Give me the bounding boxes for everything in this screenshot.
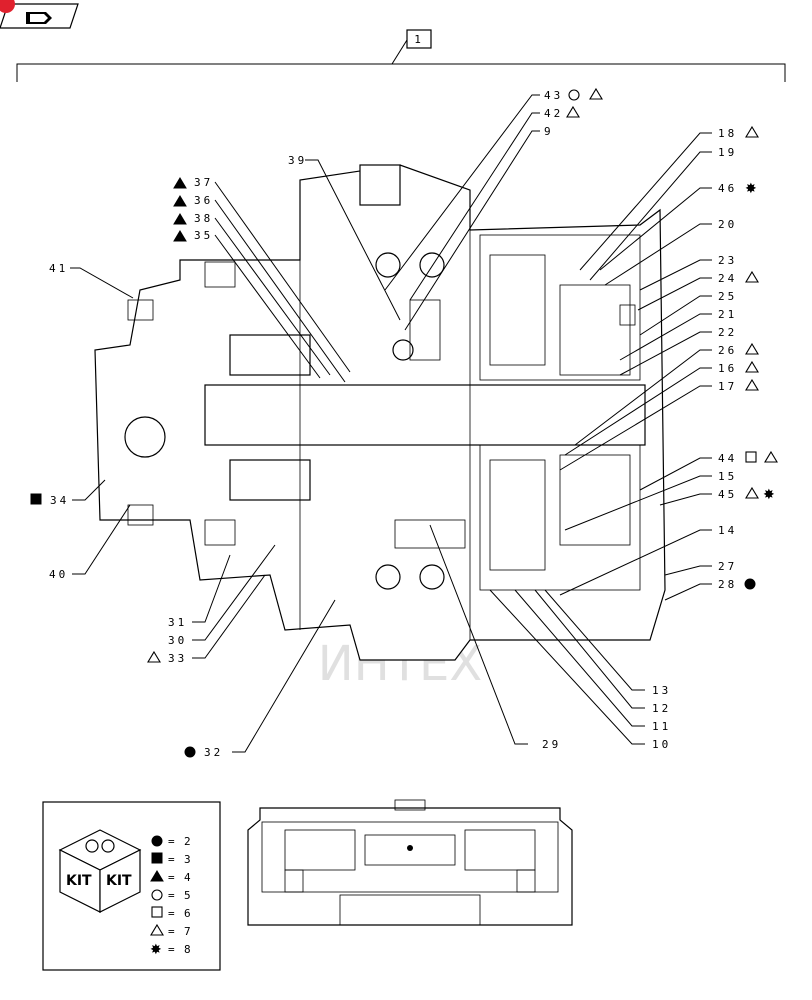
kit-legend: KIT KIT = 2 = 3 = 4 = 5 = 6 = 7 ✸ = 8 — [42, 801, 221, 971]
callout-22: 22 — [718, 326, 737, 339]
svg-text:=: = — [168, 907, 175, 920]
callout-36: 36 — [194, 194, 213, 207]
callout-24: 24 — [718, 272, 737, 285]
legend-value-2: 2 — [184, 835, 191, 848]
open-triangle-icon — [566, 105, 580, 118]
callout-34: 34 — [50, 494, 69, 507]
filled-square-icon — [30, 493, 42, 505]
open-triangle-icon — [745, 378, 759, 391]
callout-46: 46 — [718, 182, 737, 195]
open-square-icon — [151, 906, 163, 918]
svg-text:=: = — [168, 853, 175, 866]
callout-28: 28 — [718, 578, 737, 591]
kit-label-right: KIT — [106, 873, 132, 889]
top-view-drawing — [247, 799, 573, 926]
callout-43: 43 — [544, 89, 563, 102]
filled-circle-icon — [184, 746, 196, 758]
filled-triangle-icon — [173, 230, 187, 242]
svg-text:=: = — [168, 835, 175, 848]
callout-44: 44 — [718, 452, 737, 465]
callout-15: 15 — [718, 470, 737, 483]
callout-23: 23 — [718, 254, 737, 267]
open-square-icon — [745, 451, 757, 463]
filled-triangle-icon — [150, 870, 164, 882]
callout-31: 31 — [168, 616, 187, 629]
callout-21: 21 — [718, 308, 737, 321]
callout-40: 40 — [49, 568, 68, 581]
open-triangle-icon — [745, 125, 759, 138]
kit-box-icon: KIT KIT — [58, 829, 142, 913]
callout-13: 13 — [652, 684, 671, 697]
filled-circle-icon — [744, 578, 756, 590]
open-triangle-icon — [745, 270, 759, 283]
callout-38: 38 — [194, 212, 213, 225]
open-triangle-icon — [745, 360, 759, 373]
open-triangle-icon — [764, 450, 778, 463]
callout-9: 9 — [544, 125, 554, 138]
kit-label-left: KIT — [66, 873, 92, 889]
legend-value-8: 8 — [184, 943, 191, 956]
open-triangle-icon — [745, 486, 759, 499]
callout-11: 11 — [652, 720, 671, 733]
legend-value-7: 7 — [184, 925, 191, 938]
filled-triangle-icon — [173, 213, 187, 225]
filled-star-icon: ✸ — [763, 487, 775, 503]
callout-42: 42 — [544, 107, 563, 120]
callout-14: 14 — [718, 524, 737, 537]
callout-29: 29 — [542, 738, 561, 751]
filled-triangle-icon — [173, 177, 187, 189]
callout-18: 18 — [718, 127, 737, 140]
open-triangle-icon — [150, 923, 164, 936]
filled-triangle-icon — [173, 195, 187, 207]
group-bracket — [16, 63, 786, 82]
open-triangle-icon — [745, 342, 759, 355]
notification-badge[interactable] — [0, 0, 15, 13]
callout-41: 41 — [49, 262, 68, 275]
group-label-box — [406, 29, 432, 49]
callout-37: 37 — [194, 176, 213, 189]
open-circle-icon — [151, 889, 163, 901]
callout-labels: 43 42 9 39 37 36 38 35 41 34 40 18 19 46… — [30, 87, 778, 759]
svg-text:=: = — [168, 889, 175, 902]
callout-33: 33 — [168, 652, 187, 665]
final-drive-assembly — [94, 164, 666, 661]
filled-square-icon — [151, 852, 163, 864]
callout-39: 39 — [288, 154, 307, 167]
svg-text:=: = — [168, 925, 175, 938]
callout-12: 12 — [652, 702, 671, 715]
callout-20: 20 — [718, 218, 737, 231]
svg-text:=: = — [168, 943, 175, 956]
legend-value-4: 4 — [184, 871, 191, 884]
callout-25: 25 — [718, 290, 737, 303]
filled-star-icon: ✸ — [745, 181, 757, 197]
filled-star-icon: ✸ — [150, 942, 162, 958]
callout-45: 45 — [718, 488, 737, 501]
callout-19: 19 — [718, 146, 737, 159]
callout-26: 26 — [718, 344, 737, 357]
callout-32: 32 — [204, 746, 223, 759]
group-label: 1 — [414, 33, 424, 46]
callout-35: 35 — [194, 229, 213, 242]
callout-16: 16 — [718, 362, 737, 375]
svg-text:=: = — [168, 871, 175, 884]
legend-value-3: 3 — [184, 853, 191, 866]
callout-17: 17 — [718, 380, 737, 393]
open-triangle-icon — [147, 650, 161, 663]
legend-value-6: 6 — [184, 907, 191, 920]
open-circle-icon — [568, 89, 580, 101]
filled-circle-icon — [151, 835, 163, 847]
header-book-icon[interactable] — [0, 3, 79, 29]
open-triangle-icon — [589, 87, 603, 100]
callout-27: 27 — [718, 560, 737, 573]
leader-lines — [70, 94, 712, 753]
callout-10: 10 — [652, 738, 671, 751]
callout-30: 30 — [168, 634, 187, 647]
legend-value-5: 5 — [184, 889, 191, 902]
